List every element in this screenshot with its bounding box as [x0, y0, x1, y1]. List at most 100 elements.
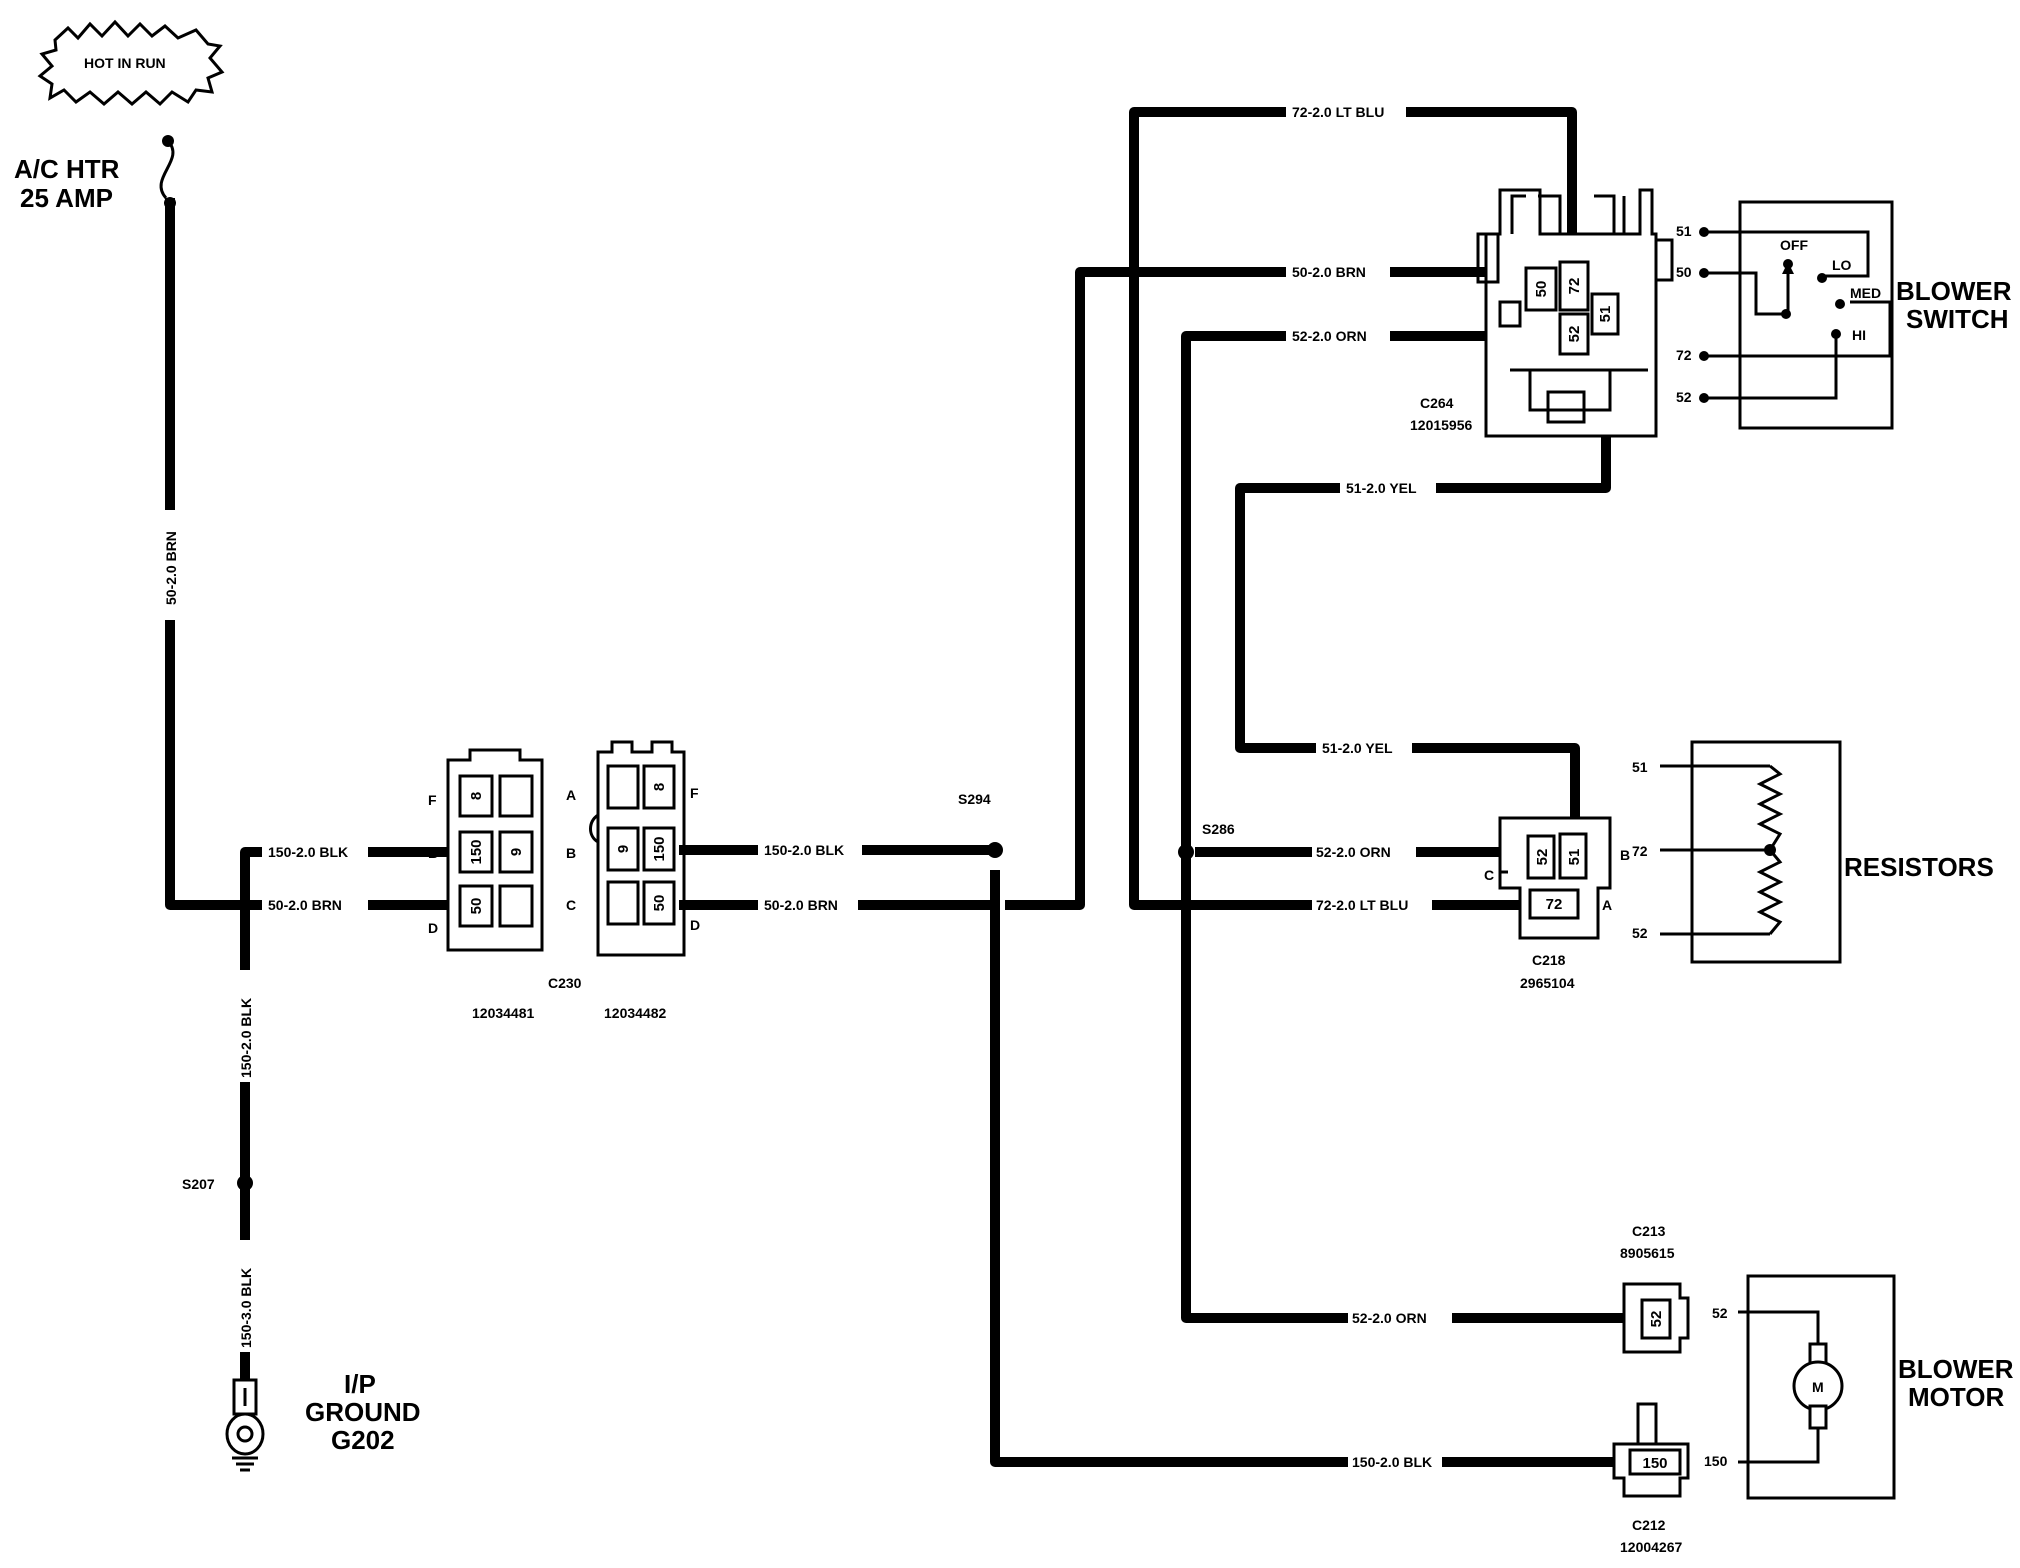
c218-part: 2965104: [1520, 975, 1575, 991]
ground-ring-icon: [225, 1412, 265, 1456]
c230-letter-d-left: D: [428, 920, 438, 936]
splice-s207: [237, 1175, 253, 1191]
switch-pos-lo: LO: [1832, 257, 1852, 273]
switch-pos-hi: HI: [1852, 327, 1866, 343]
c230-letter-f-right: F: [690, 785, 699, 801]
wire-label-switch-brn: 50-2.0 BRN: [1292, 264, 1366, 280]
svg-text:150: 150: [1642, 1455, 1667, 1472]
connector-c212: 150: [1612, 1402, 1690, 1498]
c230-part-right: 12034482: [604, 1005, 667, 1021]
c212-part: 12004267: [1620, 1539, 1683, 1555]
res-term-52: 52: [1632, 925, 1648, 941]
svg-text:9: 9: [508, 848, 525, 856]
motor-term-52: 52: [1712, 1305, 1728, 1321]
wire-switch-yel: [1235, 325, 1611, 825]
blower-switch-title-2: SWITCH: [1906, 304, 2009, 334]
wire-label-motor-blk: 150-2.0 BLK: [1352, 1454, 1432, 1470]
wire-c230-left-blk: [240, 847, 457, 1385]
c218-name: C218: [1532, 952, 1566, 968]
fuse-label-2: 25 AMP: [20, 183, 113, 213]
fuse-label-1: A/C HTR: [14, 154, 120, 184]
c264-name: C264: [1420, 395, 1454, 411]
wire-label-res-yel: 51-2.0 YEL: [1322, 740, 1393, 756]
switch-pos-med: MED: [1850, 285, 1881, 301]
c230-letter-a: A: [566, 787, 576, 803]
connector-c213: 52: [1622, 1282, 1690, 1354]
wire-label-fuse-feed: 50-2.0 BRN: [163, 531, 179, 605]
svg-text:51: 51: [1566, 849, 1583, 866]
c230-part-left: 12034481: [472, 1005, 535, 1021]
splice-s286: [1178, 844, 1194, 860]
svg-text:72: 72: [1546, 896, 1563, 913]
switch-term-50: 50: [1676, 264, 1692, 280]
ground-label-2: GROUND: [305, 1397, 421, 1427]
svg-text:50: 50: [468, 898, 485, 915]
wire-label-motor-orn: 52-2.0 ORN: [1352, 1310, 1427, 1326]
svg-text:8: 8: [651, 783, 668, 791]
svg-text:51: 51: [1597, 306, 1614, 323]
res-term-72: 72: [1632, 843, 1648, 859]
wire-label-c230-left-brn: 50-2.0 BRN: [268, 897, 342, 913]
resistors-title: RESISTORS: [1844, 852, 1994, 882]
c212-name: C212: [1632, 1517, 1666, 1533]
resistor-zigzag-icon: [1660, 764, 1784, 936]
svg-text:72: 72: [1566, 278, 1583, 295]
wire-label-ground-upper: 150-2.0 BLK: [238, 998, 254, 1078]
connector-c230-right: 8 9 150 50: [589, 740, 686, 957]
c213-name: C213: [1632, 1223, 1666, 1239]
svg-text:8: 8: [468, 792, 485, 800]
svg-text:50: 50: [651, 895, 668, 912]
wire-label-switch-orn: 52-2.0 ORN: [1292, 328, 1367, 344]
wire-label-switch-yel: 51-2.0 YEL: [1346, 480, 1417, 496]
ground-label-3: G202: [331, 1425, 395, 1455]
c230-letter-c: C: [566, 897, 576, 913]
c230-letter-d-right: D: [690, 917, 700, 933]
wire-label-c230-left-blk: 150-2.0 BLK: [268, 844, 348, 860]
c218-letter-c: C: [1484, 867, 1494, 883]
c230-letter-b-left: B: [428, 845, 438, 861]
c230-name: C230: [548, 975, 582, 991]
connector-c218: 52 51 72: [1498, 816, 1612, 940]
motor-icon: [1738, 1310, 1844, 1464]
hot-in-run-badge: [37, 19, 225, 107]
splice-s294: [987, 842, 1003, 858]
wire-switch-brn: [1005, 267, 1547, 910]
ground-label-1: I/P: [344, 1369, 376, 1399]
hot-in-run-label: HOT IN RUN: [84, 55, 166, 71]
switch-term-52: 52: [1676, 389, 1692, 405]
c264-part: 12015956: [1410, 417, 1473, 433]
c230-letter-f-left: F: [428, 792, 437, 808]
c218-letter-b: B: [1620, 847, 1630, 863]
blower-switch-title-1: BLOWER: [1896, 276, 2012, 306]
wire-label-c230-right-blk: 150-2.0 BLK: [764, 842, 844, 858]
motor-symbol: M: [1812, 1379, 1824, 1395]
wire-fuse-feed: [165, 198, 457, 910]
fuse-element-icon: [159, 139, 175, 200]
svg-text:52: 52: [1648, 1311, 1665, 1328]
splice-s286-label: S286: [1202, 821, 1235, 837]
wire-label-ground-lower: 150-3.0 BLK: [238, 1268, 254, 1348]
wire-top-ltblu: [1129, 107, 1577, 910]
c218-letter-a: A: [1602, 897, 1612, 913]
res-term-51: 51: [1632, 759, 1648, 775]
svg-text:52: 52: [1566, 326, 1583, 343]
connector-c264: 50 72 52 51: [1476, 188, 1674, 438]
wire-label-res-ltblu: 72-2.0 LT BLU: [1316, 897, 1408, 913]
wire-label-top-ltblu: 72-2.0 LT BLU: [1292, 104, 1384, 120]
connector-c230-left: 8 150 9 50: [446, 748, 544, 952]
switch-term-51: 51: [1676, 223, 1692, 239]
svg-text:9: 9: [615, 845, 632, 853]
svg-text:50: 50: [1533, 281, 1550, 298]
blower-switch-internals: [1699, 227, 1892, 403]
motor-term-150: 150: [1704, 1453, 1728, 1469]
switch-term-72: 72: [1676, 347, 1692, 363]
svg-text:150: 150: [651, 836, 668, 861]
splice-s207-label: S207: [182, 1176, 215, 1192]
svg-text:52: 52: [1534, 849, 1551, 866]
c230-letter-b-mid: B: [566, 845, 576, 861]
blower-motor-title-2: MOTOR: [1908, 1382, 2005, 1412]
switch-pos-off: OFF: [1780, 237, 1808, 253]
wire-label-c230-right-brn: 50-2.0 BRN: [764, 897, 838, 913]
blower-motor-title-1: BLOWER: [1898, 1354, 2014, 1384]
